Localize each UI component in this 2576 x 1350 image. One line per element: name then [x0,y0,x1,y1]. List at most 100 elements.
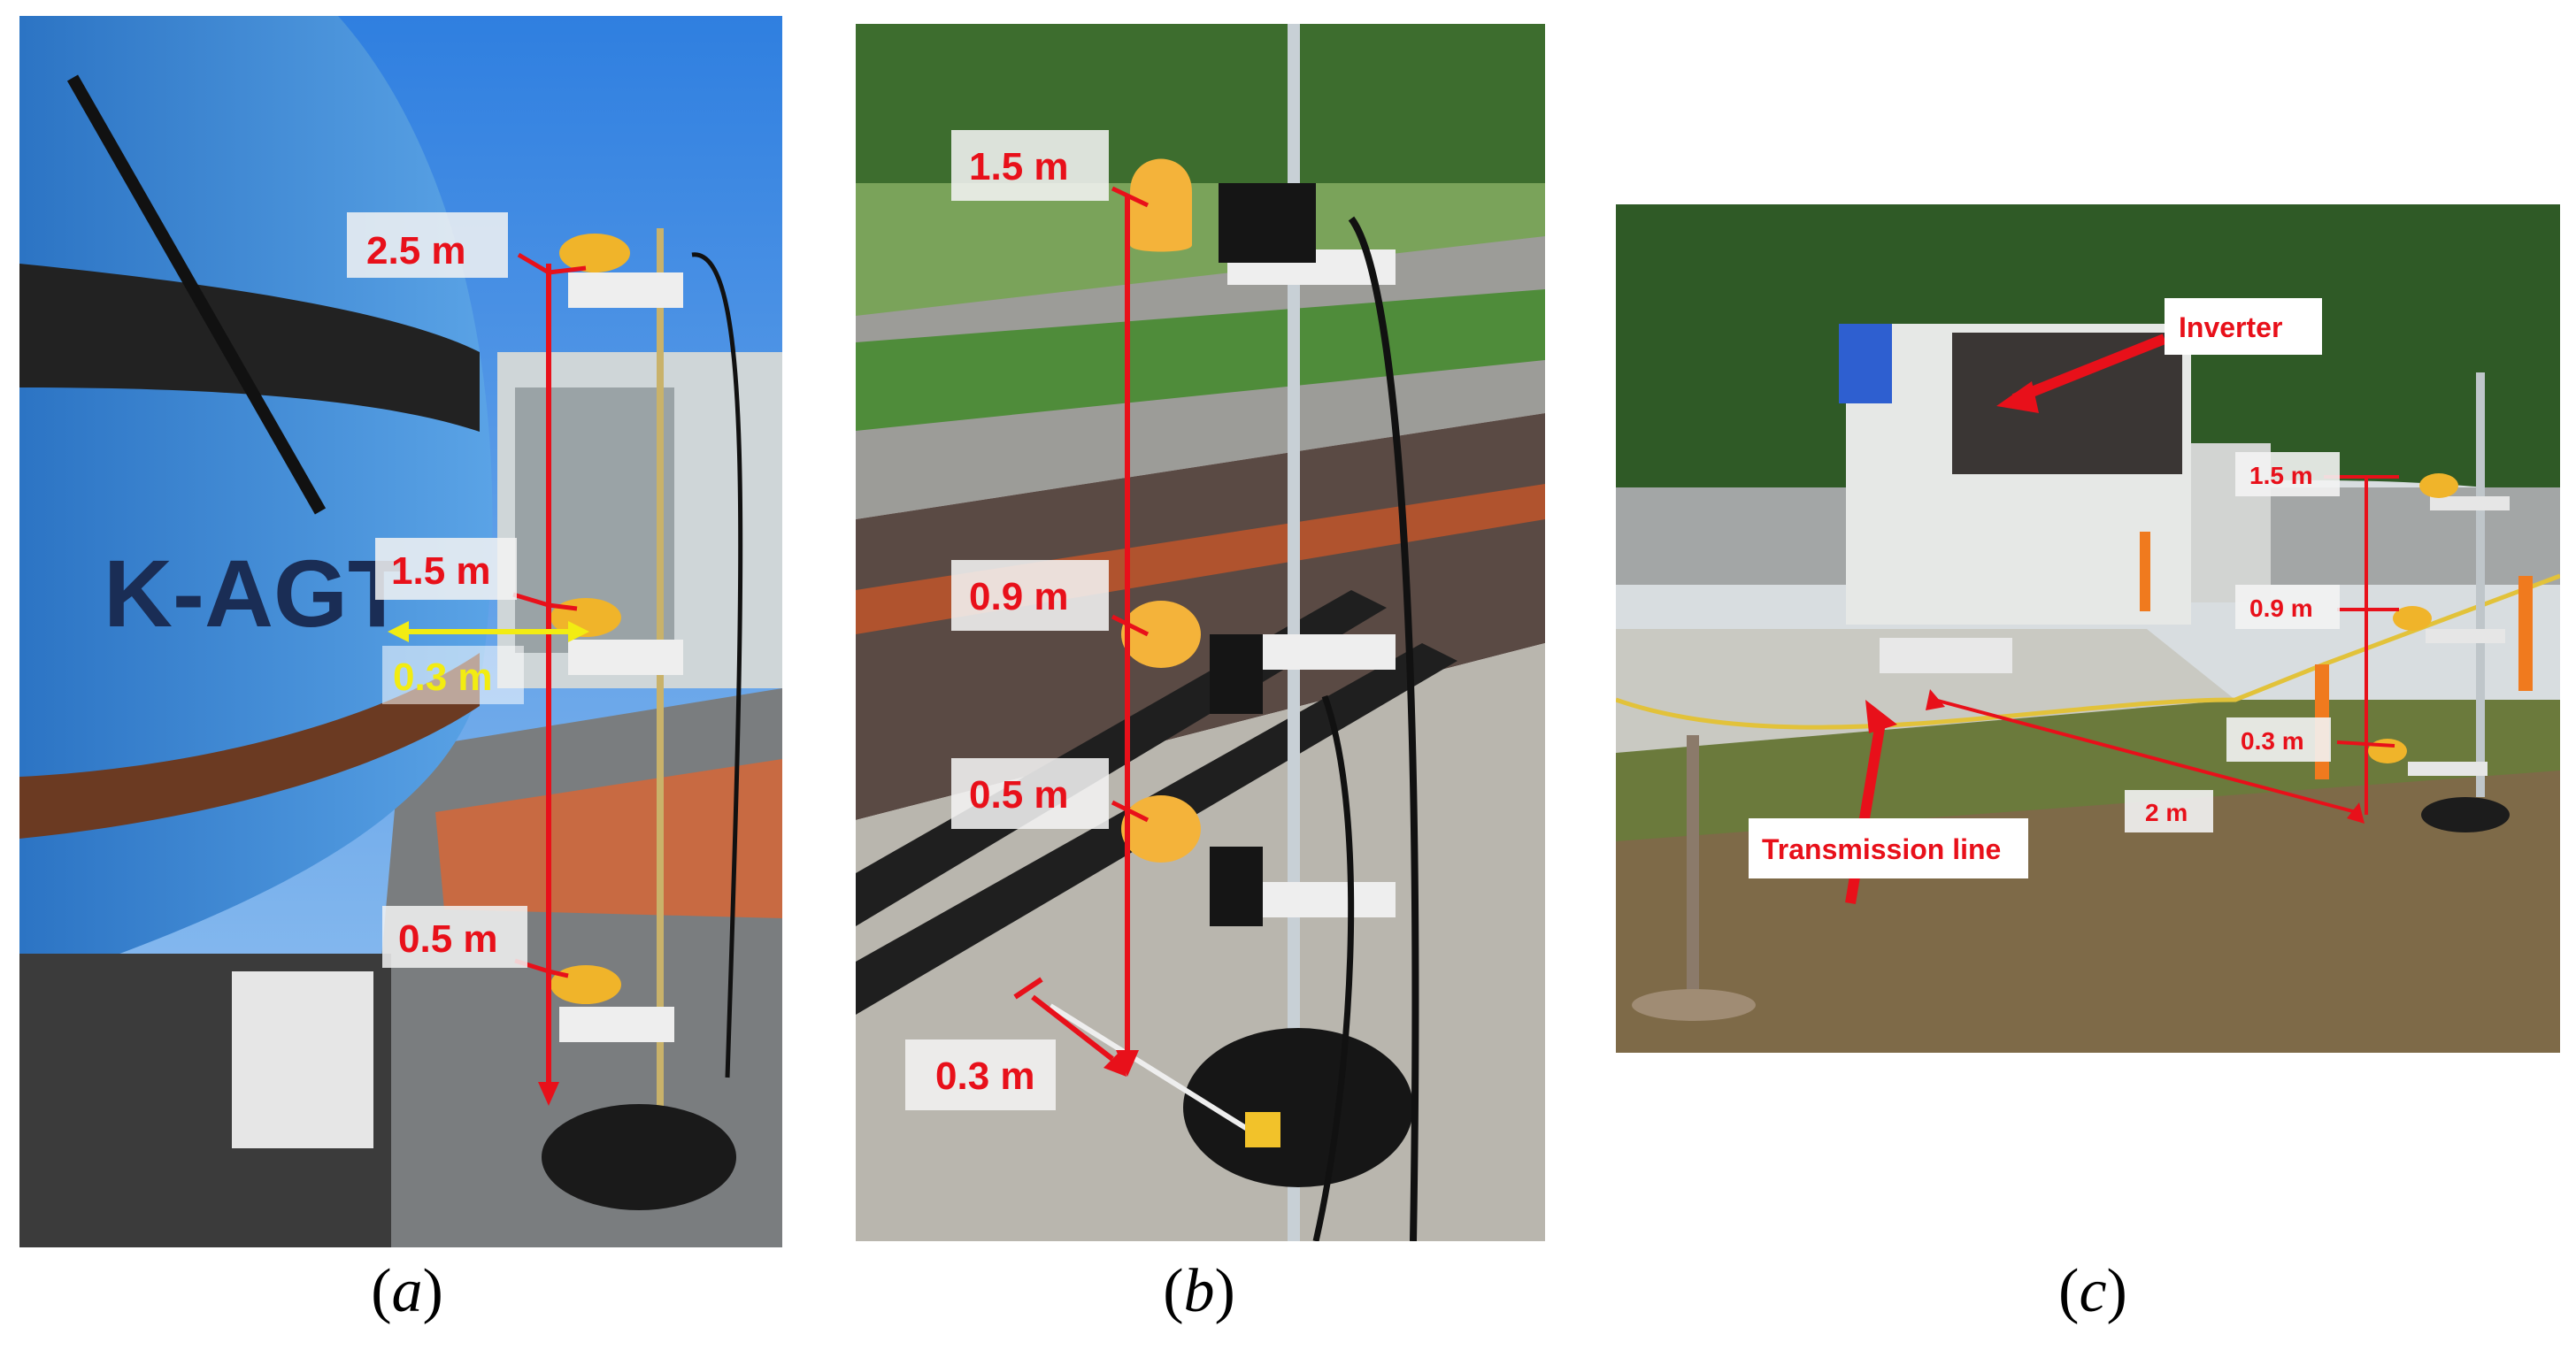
shelf-15 [2430,496,2510,510]
label-09: 0.9 m [2249,594,2313,622]
shelf-09 [2426,629,2505,643]
caption-c: (c) [2058,1257,2127,1325]
dist-arrow [1031,994,1114,1062]
caption-a-letter: a [391,1257,423,1325]
label-dist: 0.3 m [393,656,493,699]
panel-a-scene: K-AGT 2.5 m 1.5 m 0.3 m 0.5 m [19,16,782,1247]
sensor-bottom [550,965,621,1004]
pointer-05 [1111,800,1150,823]
sensor-pole [2476,372,2485,797]
dist-head-left [1926,689,1945,710]
train-text: K-AGT [104,540,406,647]
label-05: 0.5 m [969,773,1069,817]
box-mid [1210,634,1263,714]
label-box-15 [2235,452,2340,496]
line-arrow-head [1865,700,1897,733]
label-15: 1.5 m [391,549,491,593]
label-line: Transmission line [1762,833,2001,865]
label-box-dist [2125,790,2213,832]
caption-b: (b) [1163,1257,1235,1325]
label-box-15 [375,538,517,600]
caption-b-letter: b [1183,1257,1215,1325]
label-15: 1.5 m [2249,462,2313,489]
label-box-dist [382,646,524,704]
cable-connector [1880,638,2012,673]
sensor-15 [2419,473,2458,498]
sensor-shelf-bottom [559,1007,674,1042]
plants [856,289,1545,431]
inverter-arrow-head [1996,381,2039,413]
box-top [1219,183,1316,263]
panel-a-photo: K-AGT 2.5 m 1.5 m 0.3 m 0.5 m [19,16,782,1247]
rope [1616,573,2560,730]
concrete-pad [1616,629,2235,753]
label-box-05 [382,906,527,968]
dist-tick [1013,977,1043,1000]
label-box-25 [347,212,508,278]
train-stripe-brown [19,653,480,839]
pointer-25 [517,252,587,275]
post-base [1632,989,1756,1021]
label-box-09 [2235,585,2340,629]
inverter-side-blue [1839,324,1892,403]
tick-03 [2336,740,2395,748]
dist-line [1934,698,2360,815]
label-25: 2.5 m [366,229,466,272]
label-dist: 2 m [2145,799,2188,826]
tape-case [1245,1112,1280,1147]
label-box-09 [951,560,1109,631]
shelf-03 [2408,762,2488,776]
panel-b-scene: 1.5 m 0.9 m 0.5 m 0.3 m [856,24,1545,1241]
panel-b-photo: 1.5 m 0.9 m 0.5 m 0.3 m [856,24,1545,1241]
cone-2 [2518,576,2533,691]
cable-1 [1348,216,1419,1241]
cable-2 [1312,694,1355,1241]
sensor-base [2421,797,2510,832]
inverter-arrow [2011,334,2167,404]
sensor-bottom [1121,795,1201,863]
caption-c-letter: c [2079,1257,2107,1325]
dist-head-right [2347,802,2365,824]
label-03: 0.3 m [2241,727,2304,755]
inverter-grille [1952,333,2182,474]
label-05: 0.5 m [398,917,498,961]
sensor-shelf-top [568,272,683,308]
coupler [232,971,373,1148]
label-box-line [1749,818,2028,878]
rail [435,759,782,918]
pole-base [1183,1028,1413,1187]
label-box-05 [951,758,1109,829]
distance-arrow-head-right [568,621,589,642]
label-inverter: Inverter [2179,311,2282,343]
tape-measure [1049,1003,1265,1141]
post [1687,735,1699,1001]
label-dist: 0.3 m [935,1055,1035,1098]
box-bottom [1210,847,1263,926]
pole [1288,24,1300,1241]
pointer-15 [512,592,578,611]
label-box-inverter [2165,298,2322,355]
sensor-top [559,234,630,272]
pointer-09 [1111,614,1150,637]
dist-arrow-head [1103,1050,1127,1077]
pole-base [542,1104,736,1210]
arrow-head [538,1082,559,1106]
panel-c-scene: Inverter 1.5 m 0.9 m 0.3 m 2 m Transmiss… [1616,204,2560,1053]
caption-a: (a) [371,1257,443,1325]
wiper [66,74,327,515]
pointer-15 [1111,186,1150,208]
sensor-mid [1121,601,1201,668]
label-box-03 [2226,717,2331,762]
cable [691,252,743,1078]
label-09: 0.9 m [969,575,1069,618]
train-stripe [19,264,480,432]
sensor-top [1130,158,1192,252]
sensor-09 [2393,606,2432,631]
cone-3 [2140,532,2150,611]
distance-arrow-head-left [388,621,409,642]
sensor-03 [2368,739,2407,763]
label-box-dist [905,1039,1056,1110]
label-15: 1.5 m [969,145,1069,188]
sensor-shelf-mid [568,640,683,675]
label-box-15 [951,130,1109,201]
